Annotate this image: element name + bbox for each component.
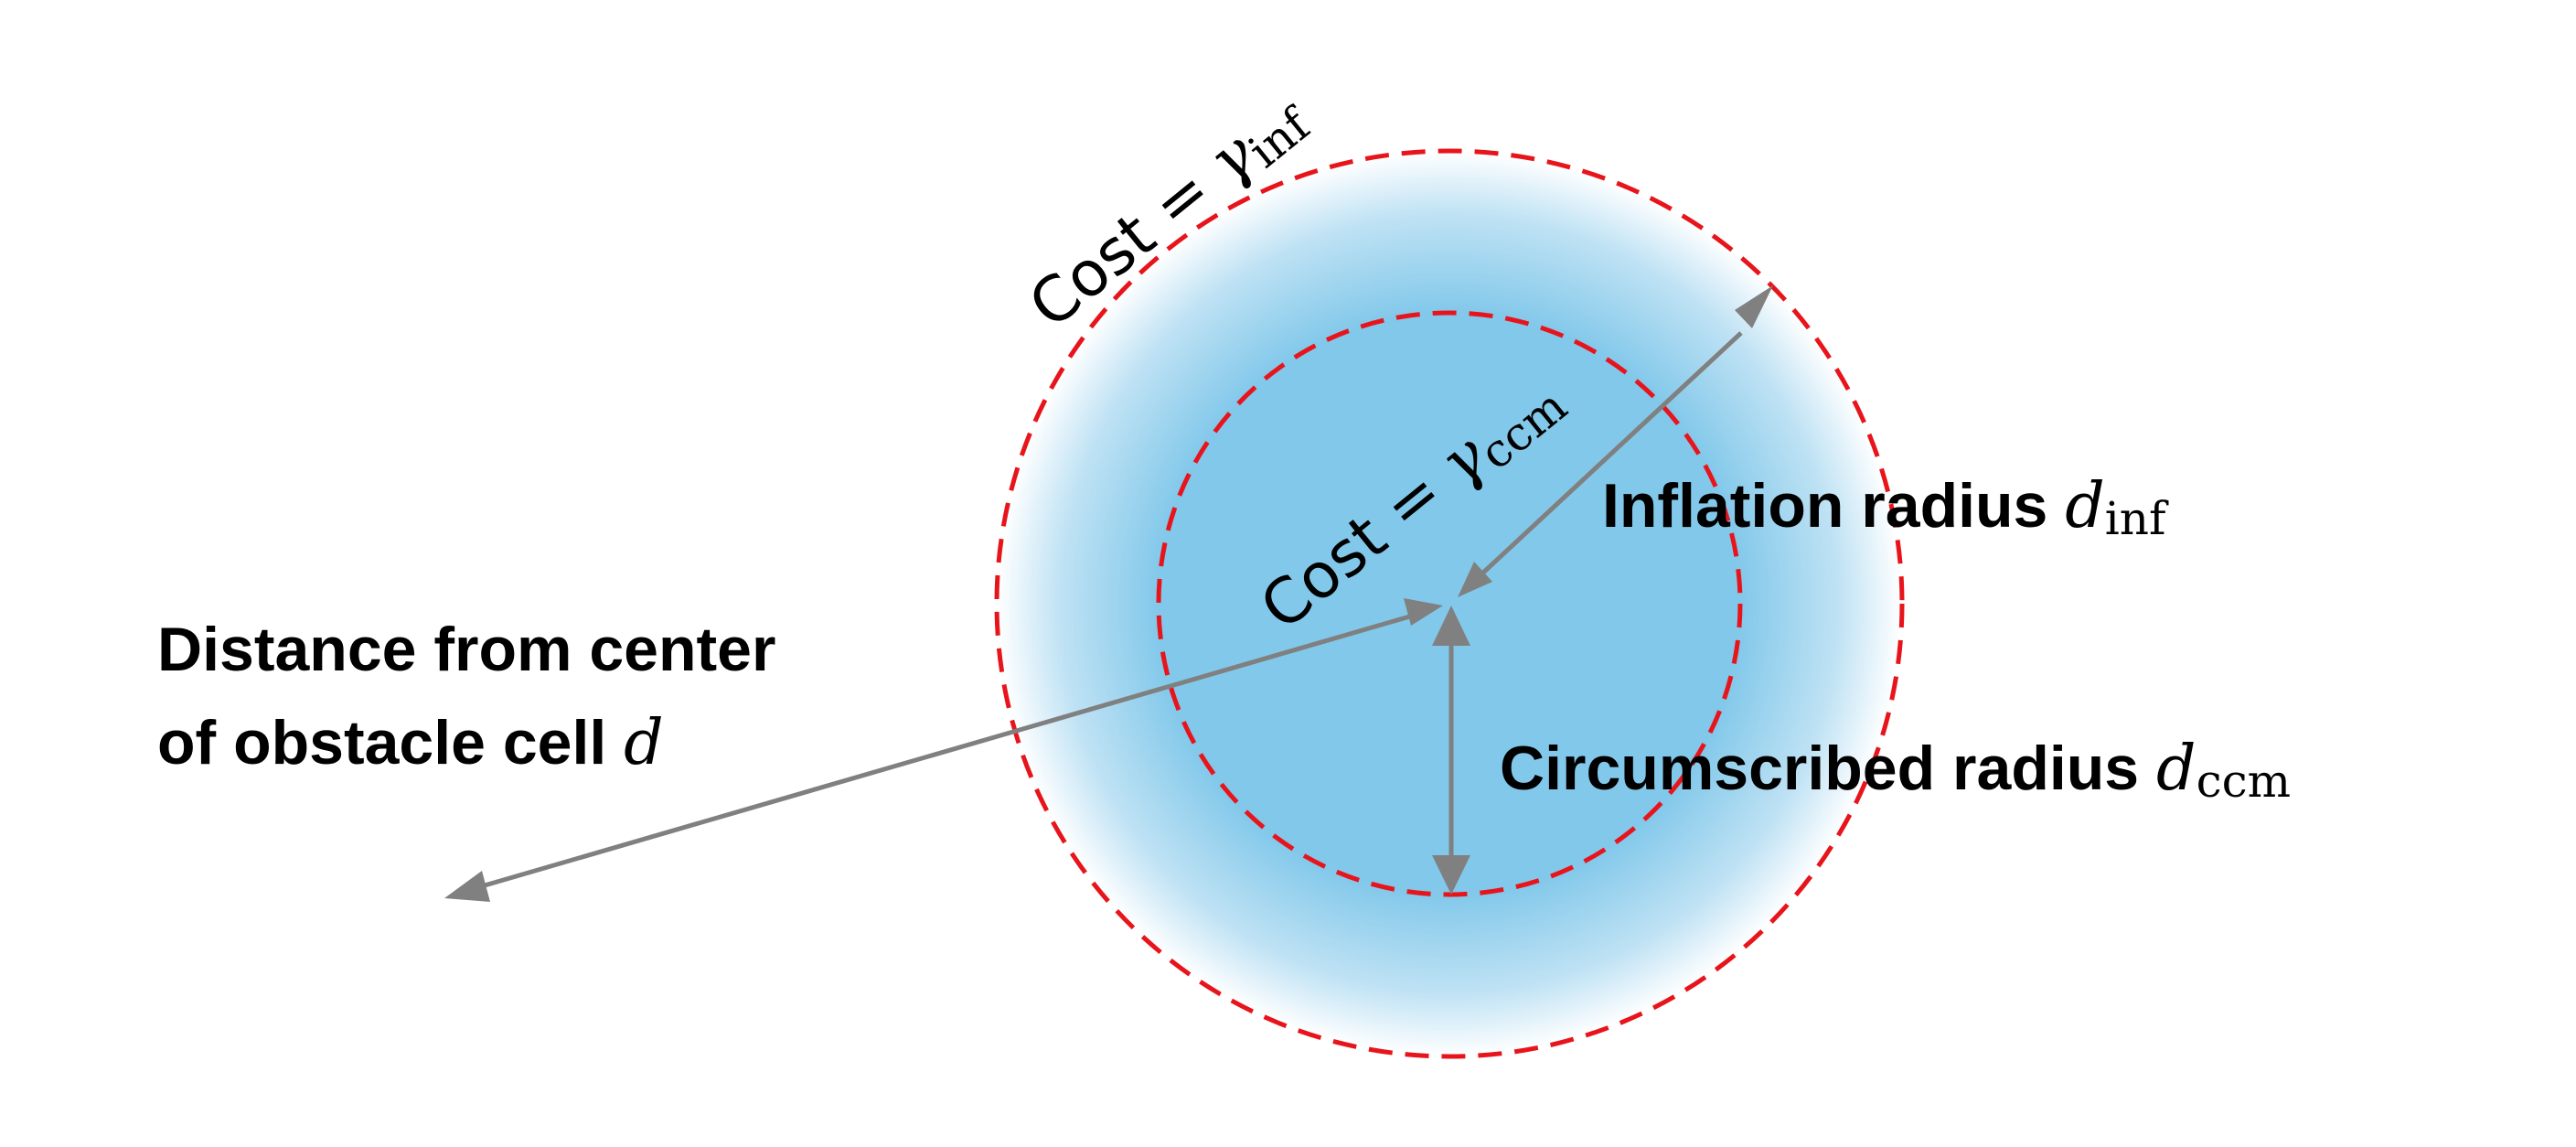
inflation-arrowhead-inner [1458, 562, 1492, 597]
inner-dashed-circle [1156, 310, 1743, 897]
distance-arrowhead-outer [444, 871, 490, 902]
inflation-radius-symbol: d [2065, 470, 2105, 542]
circumscribed-arrowhead-top [1432, 606, 1470, 646]
inflation-radius-label: Inflation radius dinf [1602, 469, 2165, 546]
distance-symbol: d [624, 707, 664, 779]
distance-text-line1: Distance from center [157, 615, 776, 684]
circumscribed-radius-subscript: ccm [2196, 755, 2291, 808]
distance-arrowhead-center [1404, 598, 1443, 626]
distance-arrow-line [484, 613, 1414, 888]
distance-label-line1: Distance from center [157, 613, 775, 688]
circumscribed-radius-symbol: d [2156, 733, 2197, 805]
distance-text-line2: of obstacle cell [157, 708, 625, 777]
circumscribed-radius-label: Circumscribed radius dccm [1500, 732, 2291, 809]
inflation-radius-subscript: inf [2104, 492, 2166, 545]
inflation-radius-text: Inflation radius [1602, 471, 2066, 541]
outer-dashed-circle [994, 148, 1905, 1059]
circumscribed-arrowhead-bottom [1432, 855, 1470, 895]
inflation-zone [997, 151, 1902, 1056]
circumscribed-radius-text: Circumscribed radius [1500, 734, 2157, 803]
inflation-radius-arrow-line [1481, 331, 1743, 574]
distance-label-line2: of obstacle cell d [157, 706, 664, 781]
inflation-arrowhead-outer [1735, 285, 1773, 328]
